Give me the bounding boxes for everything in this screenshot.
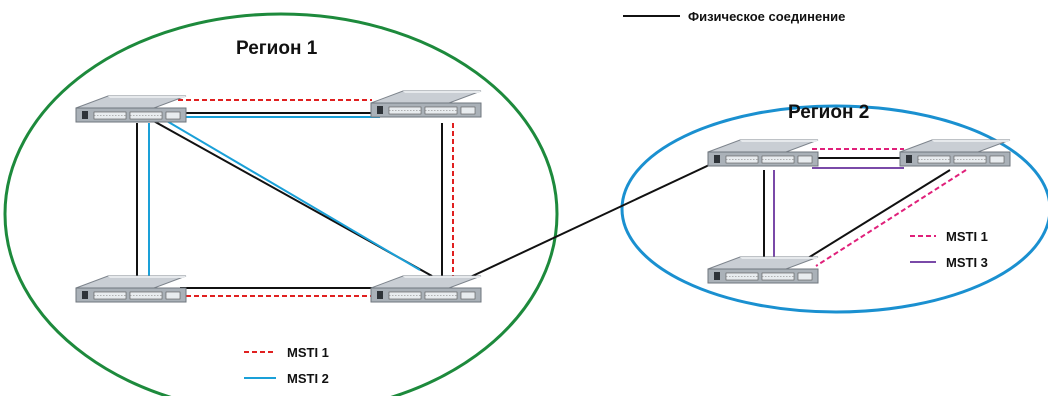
region1-legend-msti1-label: MSTI 1 bbox=[287, 345, 329, 360]
link-inter-region bbox=[465, 158, 723, 280]
region1-title: Регион 1 bbox=[236, 38, 318, 59]
region1-boundary bbox=[3, 12, 559, 396]
network-switch-icon bbox=[370, 90, 482, 118]
link-f-g-physical bbox=[807, 169, 951, 259]
network-switch-icon bbox=[899, 139, 1011, 167]
region1-legend-msti2-label: MSTI 2 bbox=[287, 371, 329, 386]
link-f-g-msti1 bbox=[815, 169, 967, 267]
legend-physical-label: Физическое соединение bbox=[688, 9, 845, 24]
network-switch-icon bbox=[370, 275, 482, 303]
network-switch-icon bbox=[75, 275, 187, 303]
network-switch-icon bbox=[707, 256, 819, 284]
network-switch-icon bbox=[75, 95, 187, 123]
region2-boundary bbox=[620, 104, 1048, 314]
region2-title: Регион 2 bbox=[788, 102, 869, 123]
region2-legend-msti3-label: MSTI 3 bbox=[946, 255, 988, 270]
link-a-d-msti2 bbox=[159, 116, 421, 271]
region2-legend-msti1-label: MSTI 1 bbox=[946, 229, 988, 244]
network-switch-icon bbox=[707, 139, 819, 167]
